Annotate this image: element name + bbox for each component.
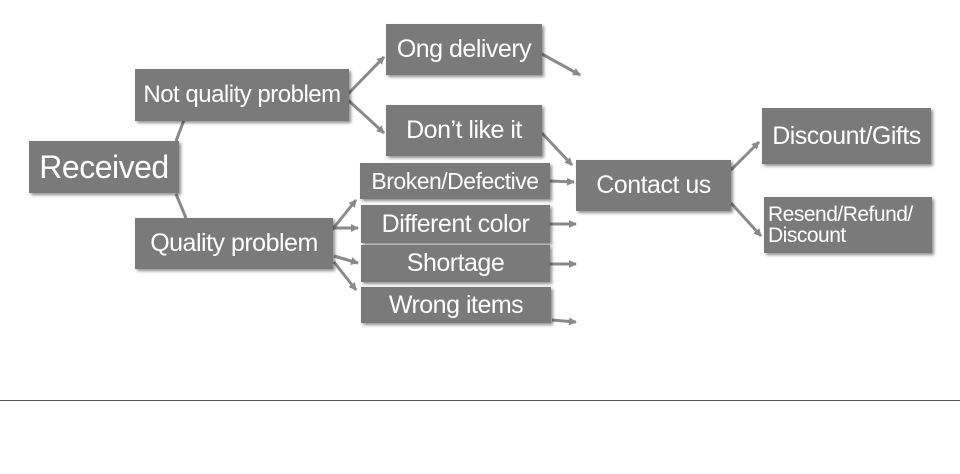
node-quality-problem-label: Quality problem (150, 229, 318, 257)
connector-root-notquality (174, 119, 186, 142)
node-different-color: Different color (361, 205, 550, 243)
arrow-contact-resend (729, 201, 763, 238)
node-discount-gifts-label: Discount/Gifts (772, 121, 921, 150)
arrow-notquality-dontlike (346, 98, 386, 135)
node-resend-label-line1: Resend/Refund/ (768, 203, 913, 226)
node-broken-defective: Broken/Defective (360, 163, 550, 199)
node-dont-like-it: Don’t like it (386, 105, 542, 156)
node-quality-problem: Quality problem (135, 218, 333, 269)
arrow-ongdelivery-out (541, 52, 581, 77)
node-dont-like-it-label: Don’t like it (406, 116, 522, 144)
arrow-contact-discount (729, 140, 761, 172)
node-different-color-label: Different color (381, 209, 530, 238)
arrow-broken-contact (549, 177, 575, 186)
node-resend-refund-discount: Resend/Refund/ Discount (764, 197, 932, 253)
arrow-dontlike-contact (540, 131, 574, 167)
arrow-quality-wrong (332, 261, 358, 291)
node-not-quality-problem: Not quality problem (135, 69, 349, 121)
divider-line (0, 400, 960, 401)
node-shortage: Shortage (361, 245, 550, 282)
node-resend-label-line2: Discount (768, 224, 846, 247)
node-contact-us: Contact us (576, 160, 731, 211)
arrow-notquality-ongdelivery (346, 55, 386, 96)
connector-root-quality (174, 193, 188, 219)
node-ong-delivery-label: Ong delivery (396, 35, 532, 63)
arrow-quality-shortage (333, 254, 359, 265)
node-ong-delivery: Ong delivery (386, 24, 542, 75)
node-broken-defective-label: Broken/Defective (371, 167, 539, 194)
node-discount-gifts: Discount/Gifts (762, 108, 931, 164)
node-wrong-items-label: Wrong items (388, 290, 524, 319)
node-shortage-label: Shortage (406, 249, 505, 277)
arrow-wrong-out (551, 317, 577, 326)
node-contact-us-label: Contact us (596, 171, 711, 199)
node-received-label: Received (39, 148, 169, 185)
arrow-quality-broken (330, 199, 358, 231)
node-not-quality-problem-label: Not quality problem (143, 81, 341, 108)
node-wrong-items: Wrong items (361, 287, 551, 323)
node-received: Received (29, 141, 179, 193)
